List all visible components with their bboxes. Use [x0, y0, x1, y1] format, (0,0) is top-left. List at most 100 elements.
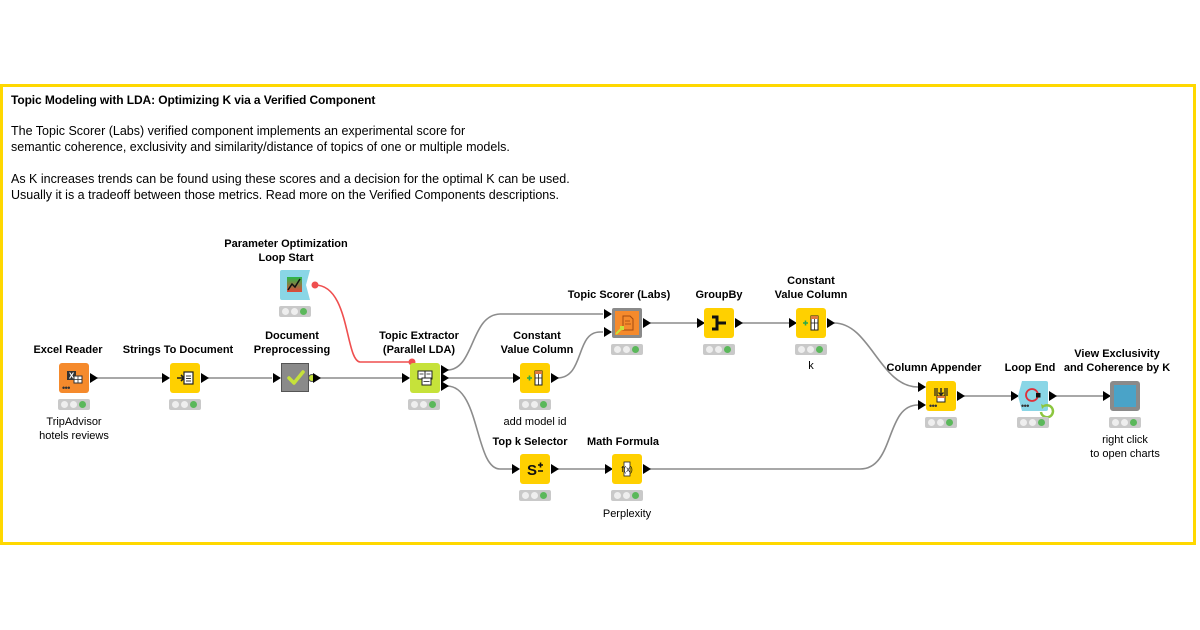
label-line: Parameter Optimization	[224, 238, 348, 250]
output-port-3[interactable]	[441, 381, 449, 391]
loop-refresh-icon	[1039, 404, 1055, 419]
node-status-indicator	[279, 306, 311, 317]
output-port[interactable]	[643, 318, 651, 328]
node-view-component[interactable]	[1110, 381, 1140, 411]
node-label-topic-extractor: Topic Extractor (Parallel LDA)	[379, 329, 459, 357]
flow-variable-port-out[interactable]	[311, 281, 319, 289]
node-status-indicator	[408, 399, 440, 410]
node-status-indicator	[519, 399, 551, 410]
node-comment: Perplexity	[602, 508, 652, 520]
input-port[interactable]	[273, 373, 281, 383]
output-port[interactable]	[827, 318, 835, 328]
output-port[interactable]	[957, 391, 965, 401]
output-port-1[interactable]	[441, 365, 449, 375]
node-column-appender[interactable]: •••	[926, 381, 956, 411]
output-port[interactable]	[551, 373, 559, 383]
annotation-paragraph-1: The Topic Scorer (Labs) verified compone…	[11, 123, 510, 155]
config-dots-icon: •••	[929, 401, 937, 411]
node-label-excel-reader: Excel Reader	[33, 344, 103, 356]
svg-text:f(x): f(x)	[621, 465, 633, 474]
output-port[interactable]	[313, 373, 321, 383]
node-strings-to-document[interactable]	[170, 363, 200, 393]
input-port[interactable]	[162, 373, 170, 383]
connection-math-to-appender[interactable]	[650, 404, 919, 470]
input-port-2[interactable]	[918, 400, 926, 410]
input-port[interactable]	[697, 318, 705, 328]
node-comment: add model id	[503, 416, 567, 428]
node-label-column-appender: Column Appender	[886, 362, 982, 374]
node-label-document-preprocessing: Document Preprocessing	[254, 329, 330, 357]
workflow-annotation[interactable]: Topic Modeling with LDA: Optimizing K vi…	[0, 84, 1196, 545]
add-column-icon	[527, 370, 543, 386]
output-port[interactable]	[643, 464, 651, 474]
output-port[interactable]	[201, 373, 209, 383]
node-label-math-formula: Math Formula	[586, 436, 660, 448]
node-topic-scorer[interactable]	[612, 308, 642, 338]
node-topic-extractor[interactable]	[410, 363, 440, 393]
node-comment: TripAdvisor hotels reviews	[39, 415, 109, 443]
node-constant-value-column-1[interactable]	[520, 363, 550, 393]
comment-line: hotels reviews	[39, 430, 109, 442]
input-port-2[interactable]	[604, 327, 612, 337]
input-port[interactable]	[402, 373, 410, 383]
input-port-1[interactable]	[918, 382, 926, 392]
output-port[interactable]	[551, 464, 559, 474]
output-port[interactable]	[735, 318, 743, 328]
input-port[interactable]	[513, 373, 521, 383]
topic-docs-icon	[417, 370, 433, 386]
flow-variable-connection[interactable]	[314, 284, 412, 363]
node-document-preprocessing[interactable]	[281, 363, 309, 392]
view-icon[interactable]	[1110, 381, 1140, 411]
node-param-opt-loop-start[interactable]	[280, 270, 310, 300]
label-line: Value Column	[774, 289, 848, 301]
annotation-line: As K increases trends can be found using…	[11, 172, 570, 186]
connection-cvc1-to-scorer[interactable]	[556, 331, 603, 379]
node-constant-value-column-2[interactable]	[796, 308, 826, 338]
input-port[interactable]	[605, 464, 613, 474]
config-dots-icon: •••	[1021, 401, 1029, 411]
input-port[interactable]	[789, 318, 797, 328]
groupby-icon	[712, 315, 726, 331]
node-groupby[interactable]	[704, 308, 734, 338]
checkmark-icon	[287, 370, 305, 385]
column-append-icon	[934, 388, 948, 403]
node-top-k-selector[interactable]: S	[520, 454, 550, 484]
output-port[interactable]	[1049, 391, 1057, 401]
input-port-1[interactable]	[604, 309, 612, 319]
node-loop-end[interactable]: •••	[1018, 381, 1048, 411]
label-line: Constant	[513, 330, 561, 342]
node-math-formula[interactable]: f(x)	[612, 454, 642, 484]
label-line: Constant	[787, 275, 835, 287]
connection-extractor-to-topk[interactable]	[446, 385, 513, 470]
node-status-indicator	[925, 417, 957, 428]
sort-icon: S	[527, 462, 543, 479]
document-icon	[615, 315, 634, 335]
connection-extractor-to-scorer-1[interactable]	[446, 313, 603, 371]
node-status-indicator	[1109, 417, 1141, 428]
node-label-view-component: View Exclusivity and Coherence by K	[1064, 347, 1170, 375]
node-status-indicator	[795, 344, 827, 355]
connection-cvc2-to-appender[interactable]	[833, 322, 919, 388]
svg-text:X: X	[69, 372, 75, 381]
comment-line: TripAdvisor	[46, 416, 102, 428]
node-status-indicator	[703, 344, 735, 355]
node-body[interactable]	[520, 454, 550, 484]
config-dots-icon: •••	[62, 383, 70, 393]
node-status-indicator	[519, 490, 551, 501]
output-port[interactable]	[90, 373, 98, 383]
node-label-top-k-selector: Top k Selector	[492, 436, 568, 448]
node-body[interactable]	[1018, 381, 1048, 411]
input-port[interactable]	[1103, 391, 1111, 401]
output-port-2[interactable]	[441, 373, 449, 383]
line-chart-icon	[287, 277, 302, 292]
label-line: and Coherence by K	[1063, 362, 1171, 374]
input-port[interactable]	[1011, 391, 1019, 401]
node-excel-reader[interactable]: X •••	[59, 363, 89, 393]
function-icon: f(x)	[621, 461, 633, 477]
input-port[interactable]	[512, 464, 520, 474]
node-comment: right click to open charts	[1090, 433, 1160, 461]
document-arrow-icon	[177, 371, 194, 385]
comment-line: to open charts	[1090, 448, 1160, 460]
annotation-line: The Topic Scorer (Labs) verified compone…	[11, 124, 466, 138]
